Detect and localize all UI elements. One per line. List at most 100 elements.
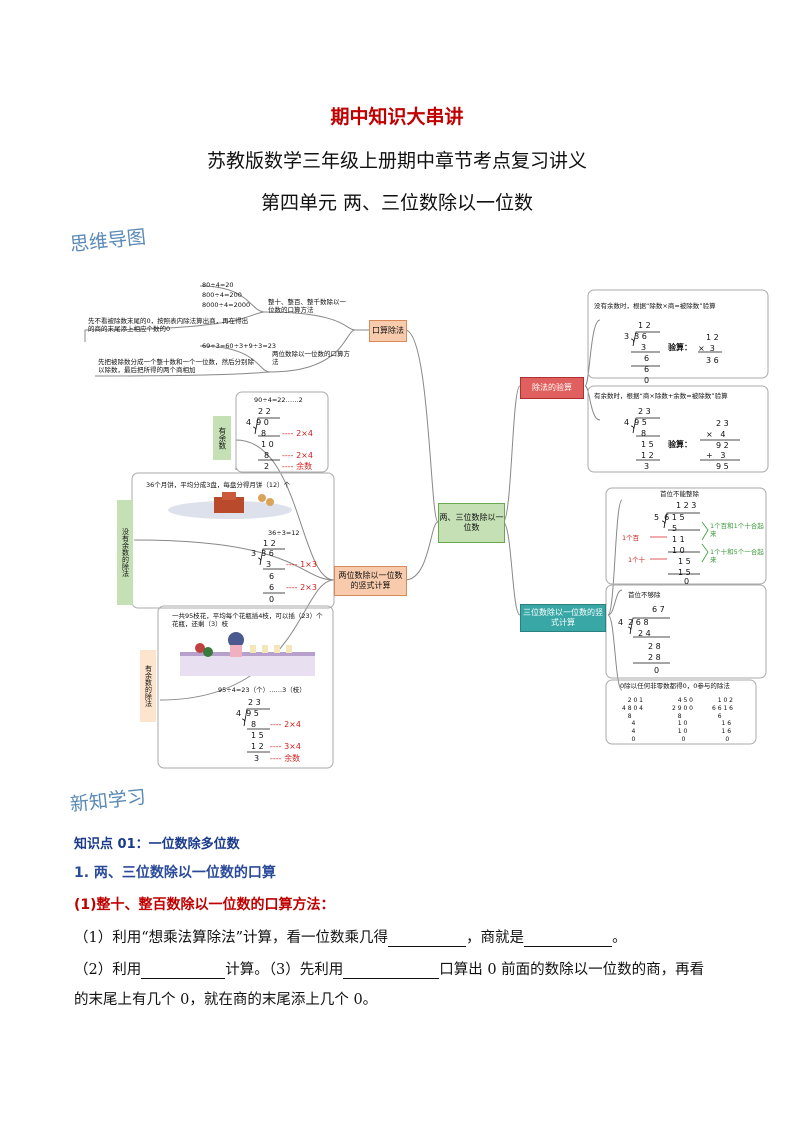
calc-m3: 6 xyxy=(269,583,275,592)
check-m3: 3 6 xyxy=(706,356,719,365)
blank-1[interactable] xyxy=(388,931,467,947)
calc-l3: 8 xyxy=(264,451,270,460)
v3-l4: 1 5 xyxy=(678,557,691,566)
no-rem-calc: 36÷3=12 xyxy=(268,529,300,537)
para-line-2: （2）利用 计算。（3）先利用 口算出 0 前面的数除以一位数的商，再看 xyxy=(74,958,704,979)
check-l2: 6 xyxy=(644,354,650,363)
blank-2[interactable] xyxy=(524,931,613,947)
v3-l2: 1 1 xyxy=(672,535,685,544)
oral-calc2: 69÷3=60÷3+9÷3=23 xyxy=(202,342,277,350)
note-1x3: ---- 1×3 xyxy=(286,560,317,569)
check-p1: 2 3 xyxy=(716,419,729,428)
first-ok: 首位不能整除 xyxy=(660,490,699,498)
doc-title: 期中知识大串讲 xyxy=(330,106,464,128)
check-d1: 3 3 6 xyxy=(624,332,647,341)
check-l3: 6 xyxy=(644,365,650,374)
note-one-hundred: 1个百 xyxy=(622,534,640,542)
center-node: 两、三位数除以一位数 xyxy=(438,503,505,543)
calc-q1: 2 2 xyxy=(258,407,271,416)
note-2x4-b: ---- 2×4 xyxy=(282,451,313,460)
check-m1: 1 2 xyxy=(706,333,719,342)
v3-q1: 1 2 3 xyxy=(676,501,697,510)
v3-q2: 6 7 xyxy=(652,605,665,614)
calc-d1: 4 9 0 xyxy=(246,418,269,427)
check-note1: 没有余数时，根据“除数×商=被除数”验算 xyxy=(594,302,716,310)
note-hundreds: 1个百和1个十合起来 xyxy=(710,522,764,539)
oral-note2: 先把被除数分成一个整十数和一个一位数，然后分别除以除数，最后把所得的两个商相加 xyxy=(98,358,254,375)
check-p5: 9 5 xyxy=(716,462,729,471)
blank-3[interactable] xyxy=(141,963,226,979)
note-2x3: ---- 2×3 xyxy=(286,583,317,592)
check-note2: 有余数时，根据“商×除数+余数=被除数”验算 xyxy=(594,392,728,400)
oral-calc1-b: 800÷4=200 xyxy=(202,291,242,299)
heading-1-1: (1)整十、整百数除以一位数的口算方法： xyxy=(74,897,335,913)
heading-1: 1. 两、三位数除以一位数的口算 xyxy=(74,865,276,881)
calc-q3: 2 3 xyxy=(248,698,261,707)
check-m2: × 3 xyxy=(698,344,715,353)
rem-text2: 一共95枝花，平均每个花瓶插4枝，可以插（23）个花瓶，还剩（3）枝 xyxy=(172,612,323,629)
oral-calc1-a: 80÷4=20 xyxy=(202,281,234,289)
check-l4: 0 xyxy=(644,376,650,385)
node-rem2: 有余数的除法 xyxy=(140,650,156,722)
calc-r4: 3 xyxy=(254,754,260,763)
para-line-3: 的末尾上有几个 0，就在商的末尾添上几个 0。 xyxy=(74,992,378,1008)
check-label-2: 验算： xyxy=(668,440,692,449)
blank-4[interactable] xyxy=(343,963,440,979)
calc-m1: 3 xyxy=(266,560,272,569)
check-p3: 9 2 xyxy=(716,441,729,450)
v3-l6: 0 xyxy=(684,577,690,586)
unit-title: 第四单元 两、三位数除以一位数 xyxy=(260,192,534,214)
check-n2: 1 5 xyxy=(641,440,654,449)
zero-note: 0除以任何非零数都得0，0参与的除法 xyxy=(620,682,730,690)
mindmap-connectors xyxy=(84,285,769,769)
node-remainder: 有余数 xyxy=(213,416,231,460)
calc-r1: 8 xyxy=(251,720,257,729)
calc-l4: 2 xyxy=(264,462,270,471)
oral-note1: 先不看被除数末尾的0，按照表内除法算出商，再在得出的商的末尾添上相应个数的0 xyxy=(88,317,249,334)
note-2x4-c: ---- 2×4 xyxy=(270,720,301,729)
note-3x4: ---- 3×4 xyxy=(270,742,301,751)
check-q1: 1 2 xyxy=(638,321,651,330)
check-p4: + 3 xyxy=(706,451,726,460)
doc-subtitle: 苏教版数学三年级上册期中章节考点复习讲义 xyxy=(206,150,587,172)
note-tens: 1个十和5个一合起来 xyxy=(710,548,764,565)
check-d2: 4 9 5 xyxy=(624,418,647,427)
v3-l3: 1 0 xyxy=(672,546,685,555)
calc-r2: 1 5 xyxy=(251,731,264,740)
para-line-1: （1）利用“想乘法算除法”计算，看一位数乘几得 ，商就是 。 xyxy=(74,926,627,947)
section-newlearn-title: 新知学习 xyxy=(69,786,147,816)
v3-d1: 5 6 1 5 xyxy=(654,513,685,522)
rem-calc2: 95÷4=23（个）……3（枝） xyxy=(218,686,306,694)
no-rem-text: 36个月饼，平均分成3盘，每盘分得月饼（12）个 xyxy=(146,481,291,489)
p1-text-b: ，商就是 xyxy=(466,930,525,946)
p1-text-a: （1）利用“想乘法算除法”计算，看一位数乘几得 xyxy=(74,930,389,946)
node-oral: 口算除法 xyxy=(369,320,407,342)
calc-q2: 1 2 xyxy=(263,539,276,548)
check-p2: × 4 xyxy=(706,430,726,439)
check-n3: 1 2 xyxy=(641,451,654,460)
p2-text-a: （2）利用 xyxy=(74,962,142,978)
calc-l2: 1 0 xyxy=(261,440,274,449)
first-not: 首位不够除 xyxy=(628,591,661,599)
calc-l1: 8 xyxy=(261,429,267,438)
p1-text-c: 。 xyxy=(612,930,627,946)
note-one-ten: 1个十 xyxy=(628,556,646,564)
calc-d2: 3 3 6 xyxy=(251,549,274,558)
p2-text-c: 口算出 0 前面的数除以一位数的商，再看 xyxy=(439,962,705,978)
node-check: 除法的验算 xyxy=(520,377,584,399)
calc-m2: 6 xyxy=(269,572,275,581)
check-label-1: 验算： xyxy=(668,343,692,352)
node-vertical2: 两位数除以一位数的竖式计算 xyxy=(334,566,407,596)
note-2x4: ---- 2×4 xyxy=(282,429,313,438)
v3-m4: 0 xyxy=(654,666,660,675)
p2-text-b: 计算。（3）先利用 xyxy=(225,962,344,978)
oral-sub1: 整十、整百、整千数除以一位数的口算方法 xyxy=(268,298,346,315)
knowledge-point-1: 知识点 01：一位数除多位数 xyxy=(74,837,240,852)
v3-m1: 2 4 xyxy=(638,629,651,638)
v3-m3: 2 8 xyxy=(648,653,661,662)
oral-sub2: 两位数除以一位数的口算方法 xyxy=(272,350,350,367)
check-n1: 8 xyxy=(641,429,647,438)
oral-calc1-c: 8000÷4=2000 xyxy=(202,301,251,309)
